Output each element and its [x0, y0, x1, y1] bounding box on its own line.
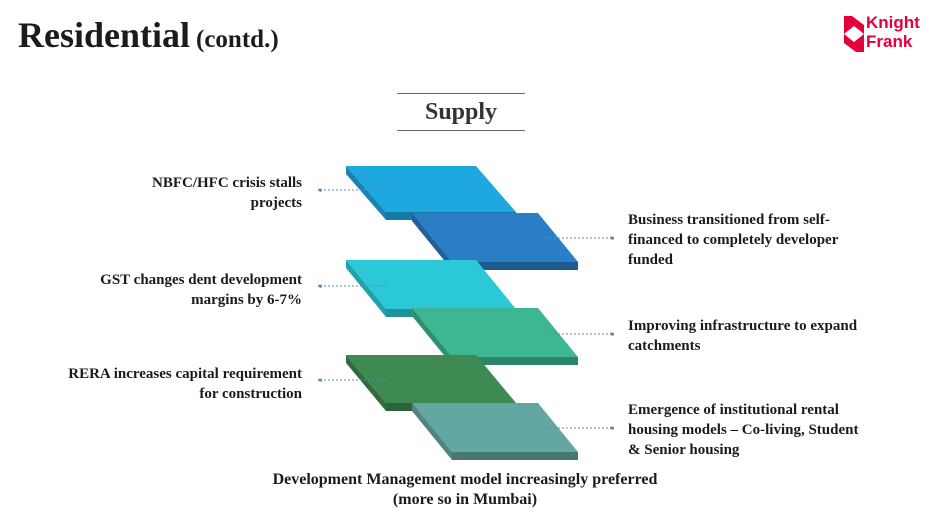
- layer-5-side: [346, 355, 386, 411]
- connector-left-3-dot: [318, 378, 322, 382]
- layer-6-front: [452, 452, 578, 460]
- layer-4: [412, 308, 578, 365]
- layer-2-side: [412, 213, 452, 270]
- footer-line1: Development Management model increasingl…: [272, 471, 658, 488]
- layer-2: [412, 213, 578, 270]
- logo-line1: Knight: [866, 13, 920, 32]
- right-label-1: Business transitioned from self-financed…: [628, 212, 839, 268]
- connector-left-2-dot: [318, 284, 322, 288]
- layer-1: [346, 166, 516, 220]
- layer-6-top: [412, 403, 578, 452]
- left-label-3: RERA increases capital requirement for c…: [68, 366, 302, 402]
- connector-right-3-dot: [610, 426, 614, 430]
- right-label-3: Emergence of institutional rental housin…: [628, 402, 859, 458]
- right-label-2: Improving infrastructure to expand catch…: [628, 318, 858, 354]
- logo-mark-icon: [844, 16, 864, 52]
- layer-4-side: [412, 308, 452, 365]
- layer-6: [412, 403, 578, 460]
- layer-2-front: [452, 262, 578, 270]
- footer-line2: (more so in Mumbai): [392, 491, 538, 508]
- layer-1-top: [346, 166, 516, 212]
- layer-6-side: [412, 403, 452, 460]
- knight-frank-logo: Knight Frank: [844, 13, 944, 54]
- layer-5-top: [346, 355, 516, 403]
- footer-caption: Development Management model increasingl…: [230, 470, 700, 510]
- layer-3-top: [346, 260, 516, 309]
- connector-left-1-dot: [318, 188, 322, 192]
- layer-1-side: [346, 166, 386, 220]
- left-label-1: NBFC/HFC crisis stalls projects: [152, 175, 302, 211]
- layer-2-top: [412, 213, 578, 262]
- supply-heading: Supply: [397, 93, 525, 131]
- title-main: Residential: [18, 15, 191, 55]
- layer-3-side: [346, 260, 386, 317]
- logo-line2: Frank: [866, 32, 913, 51]
- title-sub: (contd.): [196, 26, 279, 53]
- connector-right-1-dot: [610, 236, 614, 240]
- page-title: Residential(contd.): [18, 14, 279, 56]
- left-label-2: GST changes dent development margins by …: [100, 272, 302, 308]
- layer-4-top: [412, 308, 578, 357]
- layer-4-front: [452, 357, 578, 365]
- connector-right-2-dot: [610, 332, 614, 336]
